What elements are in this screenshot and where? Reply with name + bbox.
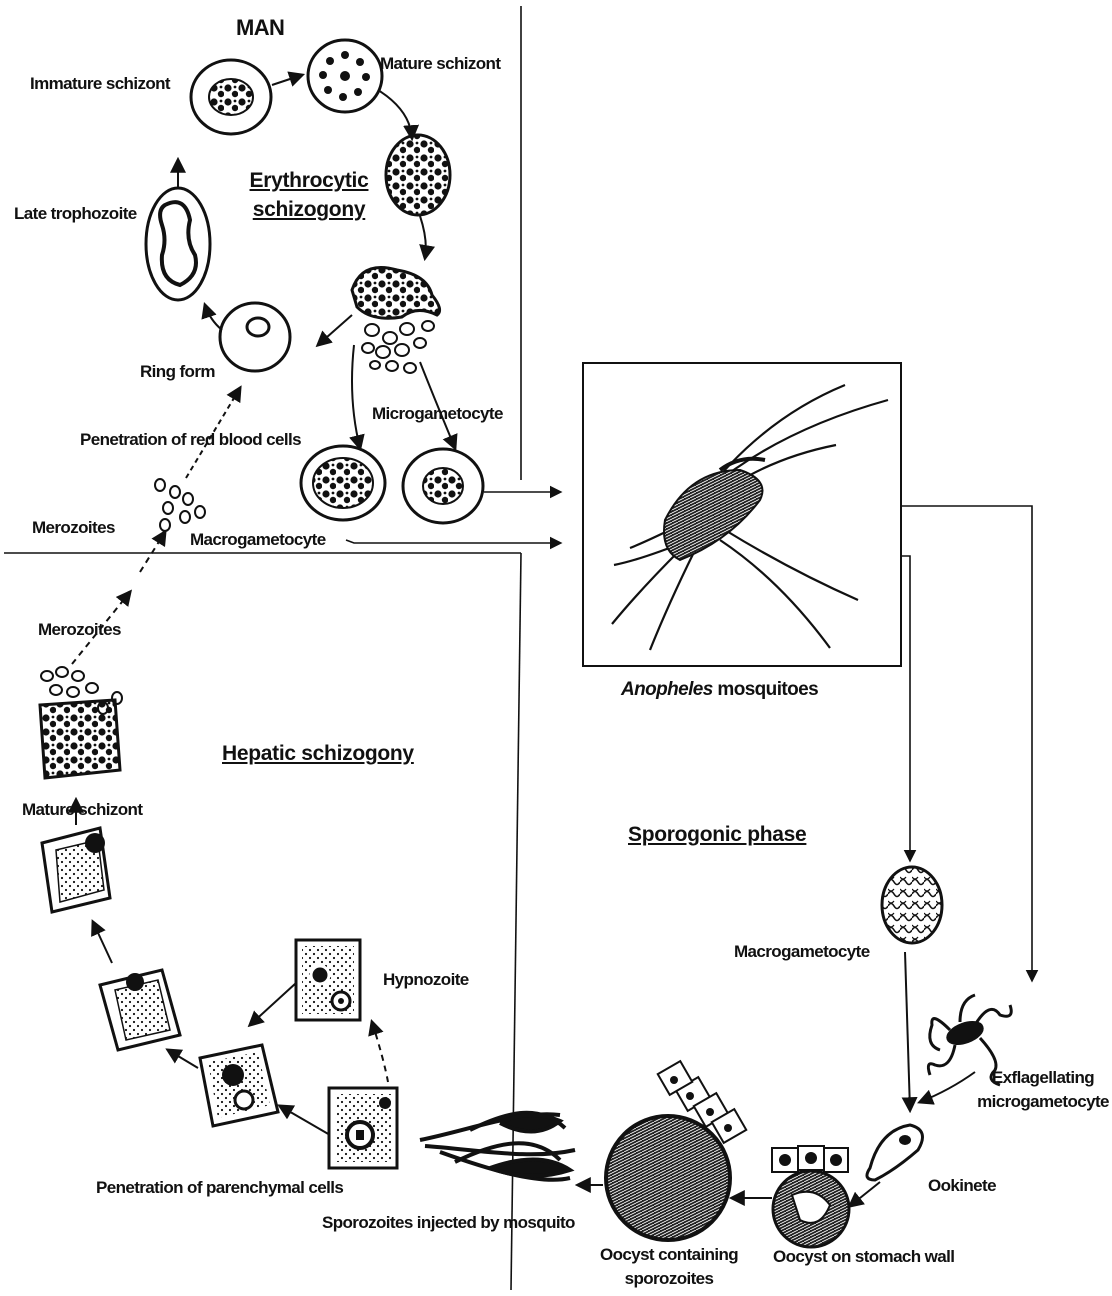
mature-schizont-cell — [308, 40, 382, 112]
immature-schizont-cell — [191, 60, 271, 134]
mature-liver-schizont — [42, 828, 110, 912]
microgametocyte-cell — [403, 449, 483, 523]
anopheles-mosquito-illustration — [583, 363, 901, 666]
label-mature-liver-schizont: Mature schizont — [22, 800, 142, 820]
label-mosquito-genus: Anopheles — [621, 679, 713, 700]
label-microgametocyte: Microgametocyte — [372, 404, 503, 424]
injected-sporozoites — [420, 1113, 575, 1180]
label-mature-schizont: Mature schizont — [380, 54, 500, 74]
segmenting-schizont-cell — [386, 135, 450, 215]
oocyst-on-stomach-wall — [772, 1146, 849, 1247]
label-macrogametocyte-blood: Macrogametocyte — [190, 530, 326, 550]
ring-form-cell — [220, 303, 290, 371]
ookinete — [867, 1125, 923, 1180]
region-label-man: MAN — [236, 18, 284, 38]
label-mosquito-suffix: mosquitoes — [713, 679, 818, 700]
region-label-sporogonic: Sporogonic phase — [628, 825, 806, 845]
region-label-erythrocytic-line2: schizogony — [236, 200, 382, 220]
growing-liver-schizont — [100, 970, 180, 1050]
label-sporogonic-macrogametocyte: Macrogametocyte — [734, 942, 870, 962]
ingested-macrogametocyte — [882, 867, 942, 943]
oocyst-containing-sporozoites — [606, 1061, 746, 1240]
region-label-erythrocytic-line1: Erythrocytic — [236, 171, 382, 191]
label-immature-schizont: Immature schizont — [30, 74, 170, 94]
label-sporozoites-injected: Sporozoites injected by mosquito — [322, 1213, 575, 1233]
ruptured-cell-releasing-merozoites — [352, 268, 440, 374]
label-late-trophozoite: Late trophozoite — [14, 204, 137, 224]
region-label-hepatic: Hepatic schizogony — [222, 744, 414, 764]
label-ookinete: Ookinete — [928, 1176, 996, 1196]
label-blood-merozoites: Merozoites — [32, 518, 115, 538]
hypnozoite-cell — [296, 940, 360, 1020]
macrogametocyte-cell — [301, 446, 385, 520]
label-hypnozoite: Hypnozoite — [383, 970, 469, 990]
early-liver-stage — [200, 1045, 278, 1126]
label-penetration-rbc: Penetration of red blood cells — [80, 430, 301, 450]
label-exflagellating-line2: microgametocyte — [976, 1092, 1110, 1112]
infected-parenchymal-cell — [329, 1088, 397, 1168]
late-trophozoite-cell — [146, 188, 210, 300]
label-oocyst-sporozoites-line1: Oocyst containing — [586, 1245, 752, 1265]
label-anopheles-mosquitoes: Anopheles mosquitoes — [621, 680, 818, 700]
label-exflagellating-line1: Exflagellating — [976, 1068, 1110, 1088]
label-ring-form: Ring form — [140, 362, 215, 382]
blood-merozoites — [155, 479, 205, 531]
label-liver-merozoites: Merozoites — [38, 620, 121, 640]
rupturing-liver-schizont — [40, 700, 120, 778]
label-oocyst-sporozoites-line2: sporozoites — [586, 1269, 752, 1289]
label-oocyst-stomach-wall: Oocyst on stomach wall — [773, 1247, 954, 1267]
label-penetration-parenchymal: Penetration of parenchymal cells — [96, 1178, 343, 1198]
